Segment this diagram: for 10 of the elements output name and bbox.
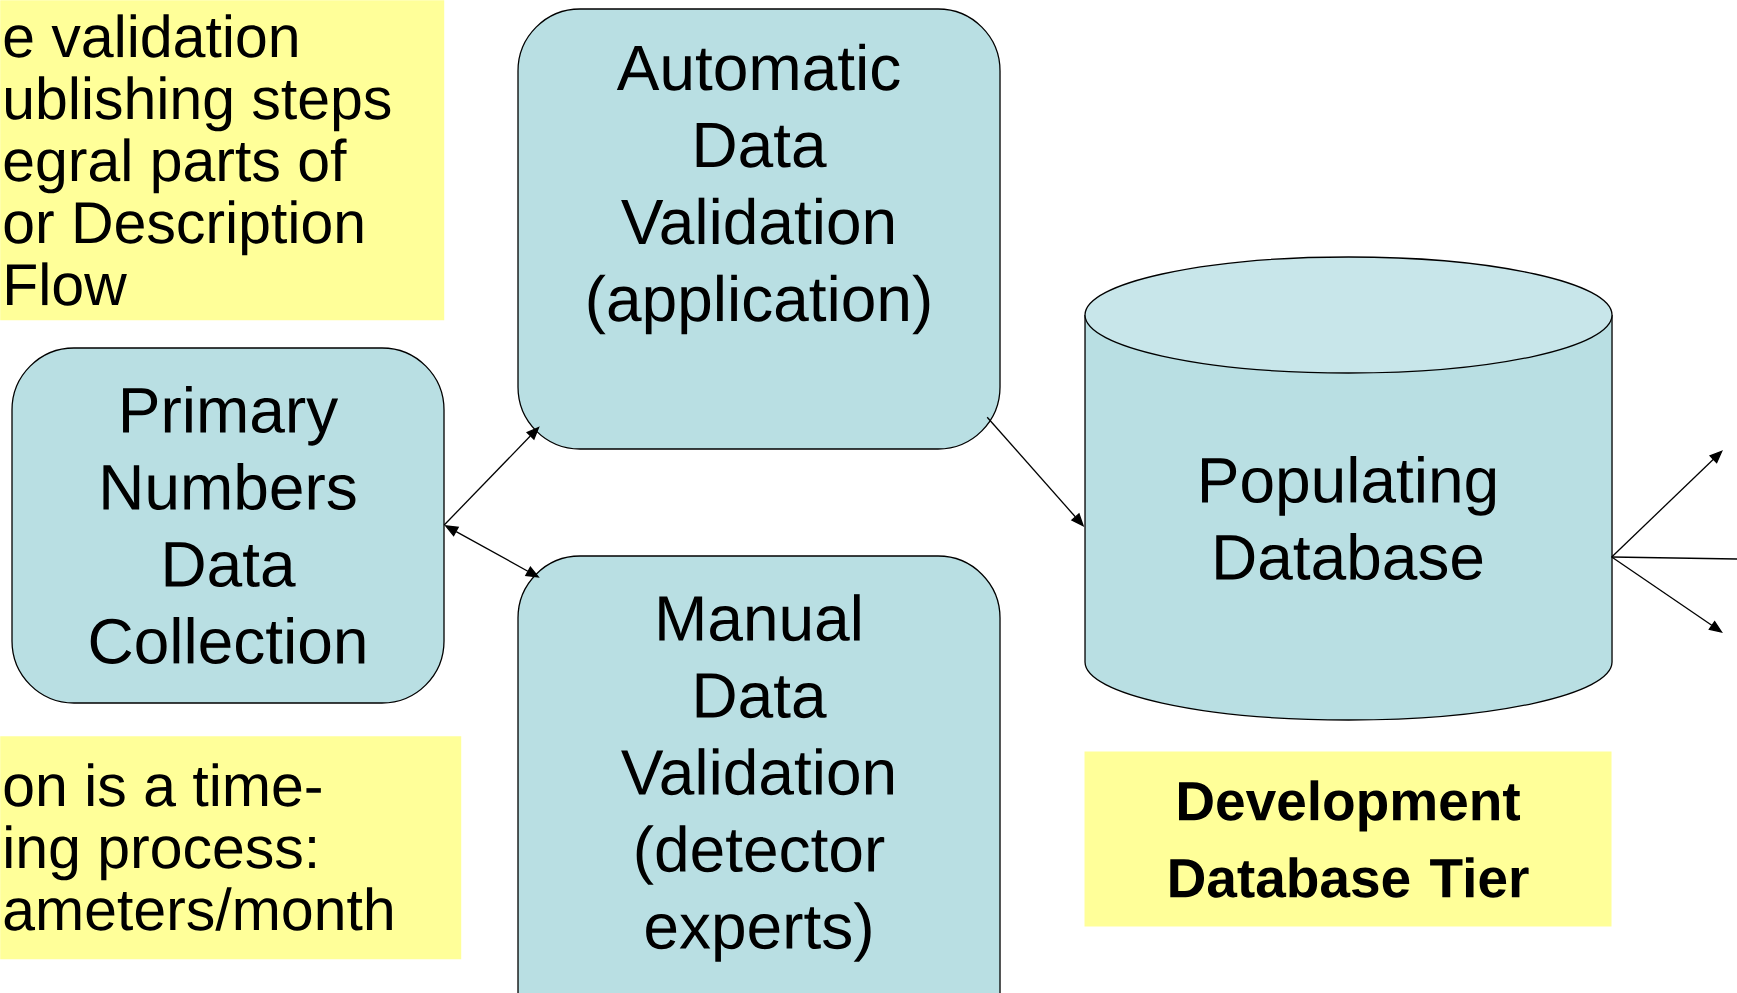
- arrow: [443, 426, 540, 526]
- arrow: [1611, 556, 1723, 633]
- tier-label-box: Development Database Tier: [1084, 751, 1612, 927]
- note-box: on is a time- ing process: ameters/month: [0, 736, 462, 960]
- note-box: e validation ublishing steps egral parts of or Description Flow: [0, 0, 445, 321]
- arrow: [1611, 450, 1723, 558]
- database-cylinder: Populating Database: [1084, 256, 1613, 721]
- process-box: Primary Numbers Data Collection: [11, 347, 445, 704]
- process-box: Manual Data Validation (detector experts): [517, 555, 1001, 993]
- process-box: Automatic Data Validation (application): [517, 8, 1001, 450]
